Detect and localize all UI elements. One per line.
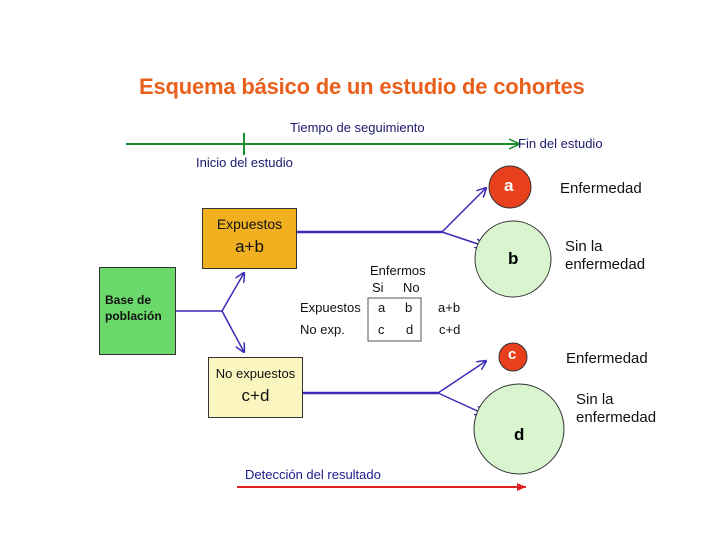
outcome-disease-unexposed: Enfermedad [566,350,648,367]
timeline-start-label: Inicio del estudio [196,155,293,170]
circle-a-label: a [504,176,514,195]
population-base-line1: Base de [105,293,152,307]
timeline-label: Tiempo de seguimiento [290,120,425,135]
table-col-yes: Si [372,280,384,295]
outcome-no-disease-unexposed-line2: enfermedad [576,409,657,426]
unexposed-branch-down [437,392,484,414]
table-header: Enfermos [370,263,426,278]
unexposed-branch-up [437,361,486,394]
circle-a [488,165,532,209]
outcome-disease-exposed: Enfermedad [560,180,642,197]
exposed-box-title: Expuestos [216,216,283,232]
exposed-box: Expuestos a+b [202,208,297,269]
exposed-branch-up [441,188,486,233]
table-cell-b: b [405,300,413,315]
table-row2-label: No exp. [300,322,345,337]
outcome-no-disease-exposed-line2: enfermedad [565,256,646,273]
exposed-box-count: a+b [235,237,264,256]
circle-d [473,383,565,475]
table-row2-total: c+d [439,322,461,337]
circle-c-label: c [508,346,517,363]
table-cell-d: d [406,322,414,337]
exposed-branch-down [441,231,484,246]
result-detection-label: Detección del resultado [245,467,381,482]
unexposed-box-title: No expuestos [215,366,296,381]
fork-to-unexposed [221,310,244,352]
table-row1-total: a+b [438,300,461,315]
timeline-end-label: Fin del estudio [518,136,603,151]
circle-b [474,220,552,298]
page-title: Esquema básico de un estudio de cohortes [139,74,585,99]
table-cell-a: a [378,300,386,315]
outcome-no-disease-exposed-line1: Sin la [565,238,603,255]
circle-d-label: d [514,425,525,444]
circle-b-label: b [508,249,519,268]
table-cell-c: c [378,322,385,337]
unexposed-box: No expuestos c+d [208,357,303,418]
population-base-line2: población [105,309,162,323]
population-base-box: Base de población [99,267,176,355]
unexposed-box-count: c+d [241,386,270,405]
outcome-no-disease-unexposed-line1: Sin la [576,391,614,408]
table-cells-border [367,297,422,342]
fork-to-exposed [221,273,244,312]
table-col-no: No [403,280,420,295]
table-row1-label: Expuestos [300,300,361,315]
circle-c [498,342,528,372]
